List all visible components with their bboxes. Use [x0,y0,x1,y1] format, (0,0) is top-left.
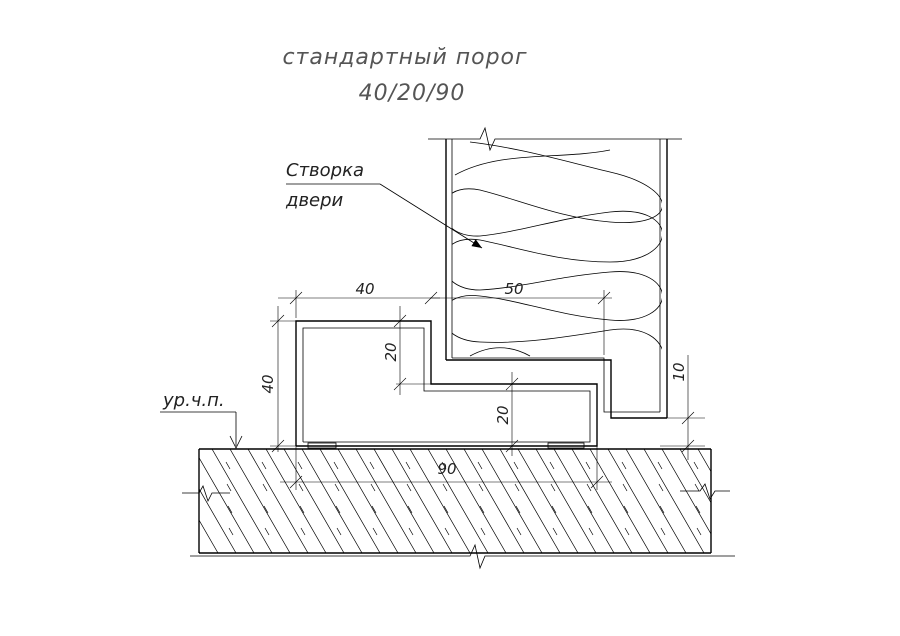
dim-width-top: 40 [355,280,374,298]
callout-label-line2: двери [285,190,344,211]
door-leaf [428,126,682,419]
dim-width-door: 50 [504,280,523,298]
callout-label-line1: Створка [286,160,364,181]
dim-width-total: 90 [437,460,456,478]
floor-level-marker [160,411,243,449]
dim-gap-right: 10 [670,362,688,381]
door-leaf-callout [286,183,483,249]
dim-step-upper: 20 [382,342,400,361]
dim-step-lower: 20 [494,405,512,424]
drawing-subtitle: 40/20/90 [359,81,466,106]
dimension-lines [270,290,705,490]
floor-level-label: ур.ч.п. [162,390,225,411]
dim-height-left: 40 [259,374,277,393]
floor-slab [182,448,735,570]
drawing-title: стандартный порог [282,45,527,70]
